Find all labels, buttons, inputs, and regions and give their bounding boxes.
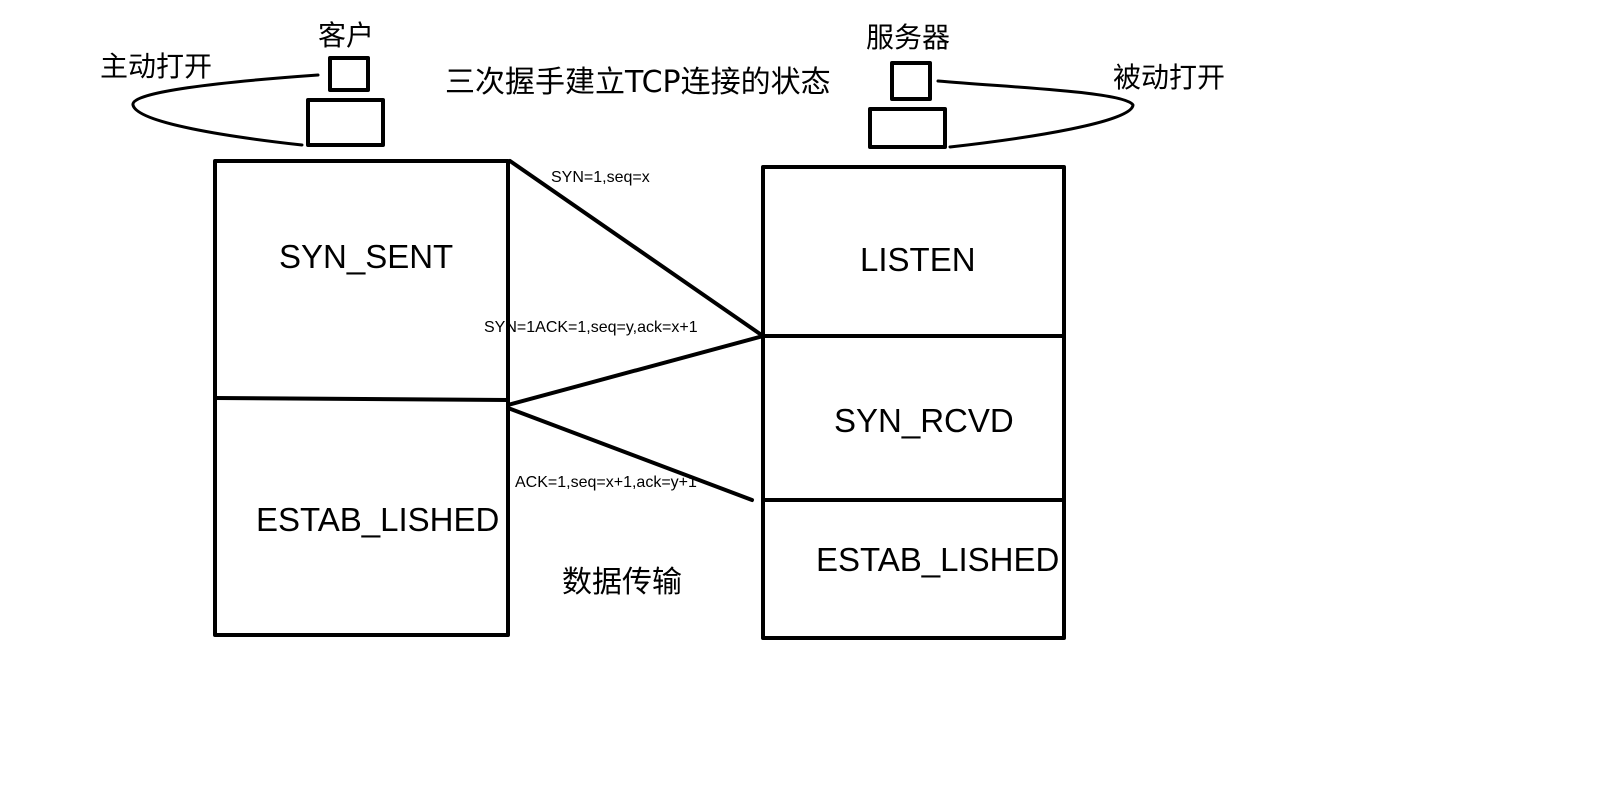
message-label-syn: SYN=1,seq=x	[551, 169, 650, 186]
client-state-box	[213, 159, 510, 637]
message-line-ack	[506, 406, 754, 502]
server-state-syn-rcvd: SYN_RCVD	[834, 402, 1014, 439]
server-state-established: ESTAB_LISHED	[816, 541, 1059, 578]
diagram-title: 三次握手建立TCP连接的状态	[445, 65, 831, 100]
client-label: 客户	[318, 19, 374, 52]
server-state-box	[761, 165, 1066, 640]
server-state-listen: LISTEN	[860, 241, 976, 278]
client-state-established: ESTAB_LISHED	[256, 501, 499, 538]
client-computer-icon	[306, 56, 385, 147]
message-line-syn	[508, 159, 765, 338]
data-transfer-label: 数据传输	[562, 565, 682, 600]
message-label-ack: ACK=1,seq=x+1,ack=y+1	[515, 474, 697, 491]
server-open-loop	[936, 79, 1135, 149]
message-label-syn-ack: SYN=1ACK=1,seq=y,ack=x+1	[484, 319, 698, 336]
server-label: 服务器	[866, 21, 950, 54]
client-state-syn-sent: SYN_SENT	[279, 238, 453, 275]
message-line-syn-ack	[506, 334, 765, 407]
server-computer-icon	[868, 61, 947, 149]
server-open-label: 被动打开	[1113, 61, 1225, 94]
client-open-loop	[131, 73, 320, 147]
client-open-label: 主动打开	[100, 50, 212, 83]
